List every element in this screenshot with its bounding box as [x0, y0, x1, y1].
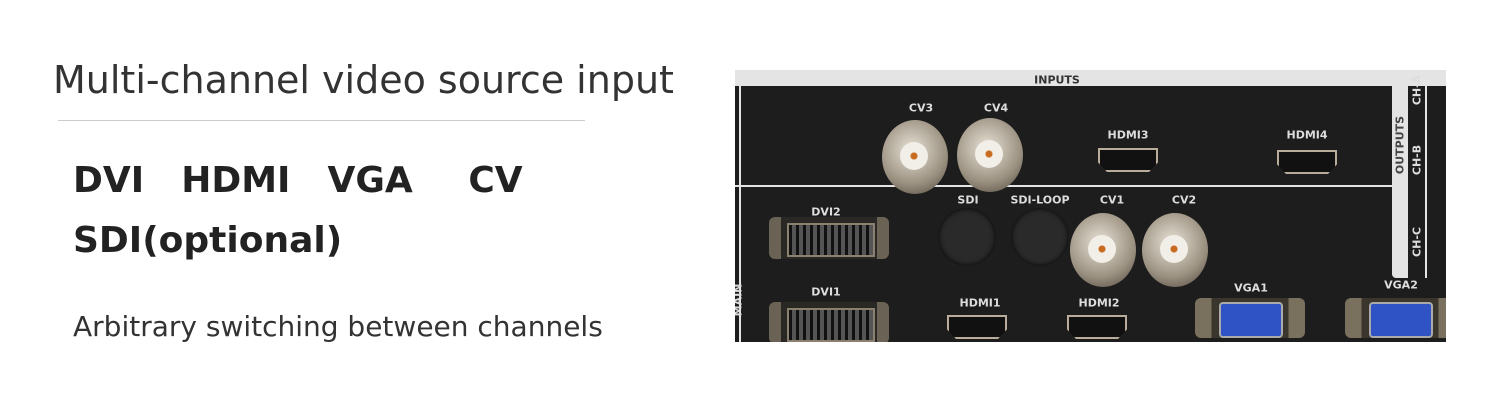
- outputs-band: [1392, 70, 1408, 278]
- cv4-label: CV4: [983, 101, 1009, 115]
- rear-panel-photo: INPUTS OUTPUTS MAIN CH-A CH-B CH-C CV3 C…: [735, 70, 1446, 342]
- sdi-port-cover: [938, 208, 996, 266]
- hdmi1-label: HDMI1: [959, 296, 1001, 310]
- ch-c-label: CH-C: [1410, 227, 1424, 257]
- outputs-label: OUTPUTS: [1393, 115, 1407, 175]
- cv2-label: CV2: [1171, 193, 1197, 207]
- middle-line: [735, 185, 1395, 187]
- hdmi4-port: [1277, 150, 1337, 174]
- sdi-label: SDI: [957, 193, 979, 207]
- hdmi2-label: HDMI2: [1078, 296, 1120, 310]
- dvi2-label: DVI2: [811, 205, 841, 219]
- main-label: MAIN: [735, 283, 745, 317]
- cv1-bnc-connector: [1070, 213, 1136, 287]
- vga2-label: VGA2: [1384, 278, 1418, 292]
- ch-b-label: CH-B: [1410, 144, 1424, 176]
- left-line: [739, 70, 741, 342]
- vga1-connector: [1195, 298, 1305, 338]
- vga1-label: VGA1: [1234, 281, 1268, 295]
- vga2-connector: [1345, 298, 1446, 338]
- hdmi2-port: [1067, 315, 1127, 339]
- ch-a-label: CH-A: [1410, 74, 1424, 106]
- cv3-label: CV3: [908, 101, 934, 115]
- subtitle: Arbitrary switching between channels: [73, 310, 603, 343]
- top-band: [735, 70, 1446, 86]
- formats-line-2: SDI(optional): [73, 220, 343, 261]
- formats-line-1: DVI HDMI VGA CV: [73, 160, 523, 201]
- dvi1-connector: [769, 302, 889, 342]
- sdi-loop-label: SDI-LOOP: [1010, 193, 1070, 207]
- hdmi3-label: HDMI3: [1107, 128, 1149, 142]
- dvi1-label: DVI1: [811, 285, 841, 299]
- cv4-bnc-connector: [957, 118, 1023, 192]
- right-line: [1425, 70, 1427, 278]
- hdmi1-port: [947, 315, 1007, 339]
- hdmi3-port: [1098, 148, 1158, 172]
- cv2-bnc-connector: [1142, 213, 1208, 287]
- dvi2-connector: [769, 217, 889, 259]
- divider: [58, 120, 585, 121]
- hdmi4-label: HDMI4: [1286, 128, 1328, 142]
- inputs-label: INPUTS: [1034, 73, 1080, 87]
- cv1-label: CV1: [1099, 193, 1125, 207]
- sdi-loop-port-cover: [1011, 208, 1069, 266]
- cv3-bnc-connector: [882, 120, 948, 194]
- heading: Multi-channel video source input: [53, 58, 674, 102]
